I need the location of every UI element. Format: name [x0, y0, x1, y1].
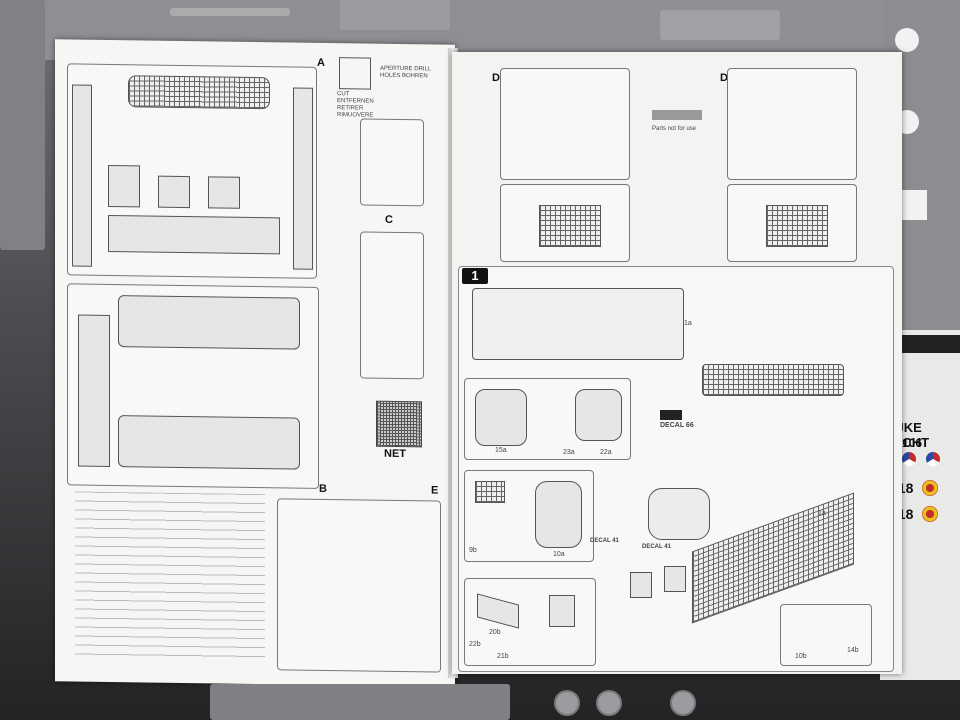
roundel-yellow-icon — [922, 480, 938, 496]
detail-panel-10b-14b: 10b 14b — [780, 604, 872, 666]
part-10a: 10a — [553, 551, 565, 558]
section-label-c: C — [385, 213, 393, 226]
cut-icon — [339, 57, 371, 90]
section-label-a: A — [317, 56, 325, 69]
rotor-pylon-part — [78, 314, 110, 467]
detail-panel-seats: 20b 22b 21b — [464, 578, 596, 666]
seat-row-part — [766, 205, 828, 247]
sprue-frame-c-upper — [360, 118, 424, 207]
section-label-d-right: D — [720, 72, 728, 84]
sprue-bar — [170, 8, 290, 16]
part-9b: 9b — [469, 547, 477, 554]
sprue-frame-b-e — [277, 498, 441, 673]
decal-41-label-a: DECAL 41 — [590, 538, 619, 544]
net-label: NET — [384, 447, 406, 461]
remove-notice: CUT ENTFERNEN RETIRER RIMUOVERE — [337, 91, 374, 119]
sprue-bottom — [210, 684, 510, 720]
sprue-part — [660, 10, 780, 40]
paint-legend — [75, 491, 265, 665]
fuselage-part — [118, 415, 300, 470]
section-label-e: E — [431, 484, 439, 497]
seat-part — [630, 572, 652, 598]
sprue-frame-d-left-lower — [500, 184, 630, 262]
sprue-frame-d-right-lower — [727, 184, 857, 262]
part-22b: 22b — [469, 641, 481, 648]
seat-row-part — [539, 205, 601, 247]
wheel-part — [670, 690, 696, 716]
ramp-part — [108, 214, 280, 255]
net-part — [376, 400, 422, 448]
bulkhead-assembled — [648, 488, 710, 540]
detail-panel-15a: 15a 23a 22a — [464, 378, 631, 460]
cabin-floor-part — [128, 75, 270, 110]
part-14b: 14b — [847, 647, 859, 654]
bulkhead-part — [535, 481, 582, 548]
cockpit-bulkhead-part — [475, 389, 527, 446]
part-1a: 1a — [684, 320, 692, 327]
sprue-left — [0, 0, 45, 250]
drill-notice: APERTURE DRILL HOLES BOHREN — [380, 65, 432, 80]
wheel-part — [554, 690, 580, 716]
sprue-frame-b-side — [67, 283, 319, 489]
fuselage-half-part — [72, 84, 92, 267]
fuselage-half-part — [293, 87, 313, 270]
wheel-part — [596, 690, 622, 716]
decal-strip — [888, 335, 960, 353]
part-21b: 21b — [497, 653, 509, 660]
instrument-panel-part — [475, 481, 505, 503]
seat-part — [549, 595, 575, 627]
roundel-yellow-icon — [922, 506, 938, 522]
sprue-frame-d-left — [500, 68, 630, 180]
sprue-frame-a — [67, 63, 317, 279]
roundel-icon — [926, 452, 940, 466]
seat-part — [664, 566, 686, 592]
swatch-grey — [652, 110, 702, 120]
cabin-floor-assembled — [702, 364, 844, 396]
not-for-use-text: Parts not for use — [652, 126, 697, 132]
part-1a-floor: 1a — [818, 510, 826, 517]
instruction-page-left: A CUT ENTFERNEN RETIRER RIMUOVERE APERTU… — [55, 39, 455, 687]
part-15a: 15a — [495, 447, 507, 454]
decal-66-label: DECAL 66 — [660, 422, 694, 429]
part-22a: 22a — [600, 449, 612, 456]
seat-part — [208, 176, 240, 209]
part-20b: 20b — [489, 629, 501, 636]
part-10b: 10b — [795, 653, 807, 660]
bulkhead-part — [575, 389, 622, 441]
seat-part — [108, 164, 140, 208]
cross-marking-icon — [895, 28, 919, 52]
sprue-frame-c — [360, 231, 424, 380]
detail-panel-10a: 9b 10a — [464, 470, 594, 562]
sprue-part — [340, 0, 450, 30]
section-label-d-left: D — [492, 72, 500, 84]
roundel-icon — [902, 452, 916, 466]
fuselage-part — [118, 295, 300, 350]
seat-part — [158, 175, 190, 209]
decal-41-label-b: DECAL 41 — [642, 544, 671, 550]
seat-part — [477, 593, 519, 629]
cabin-floor-outline — [472, 288, 684, 360]
step-number: 1 — [462, 268, 488, 284]
instruction-page-right: D Parts not for use D 1 1a DECAL 66 15a … — [452, 52, 902, 674]
decal-marker — [660, 410, 682, 420]
section-label-b: B — [319, 482, 327, 496]
part-23a: 23a — [563, 449, 575, 456]
sprue-frame-d-right — [727, 68, 857, 180]
